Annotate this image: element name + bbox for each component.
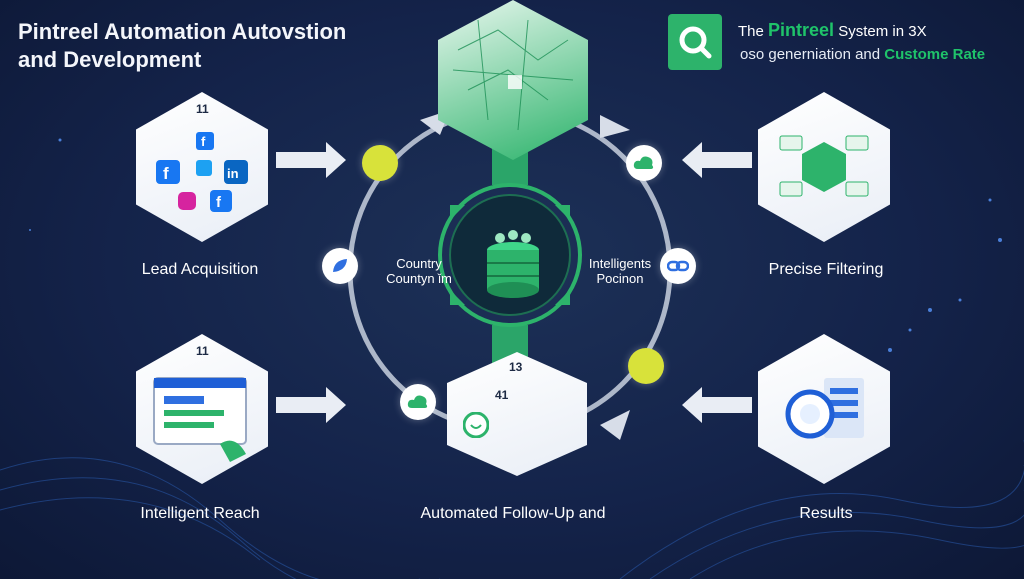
ring-node-bottom-left bbox=[400, 384, 436, 420]
analytics-icon bbox=[785, 378, 864, 439]
database-icon bbox=[487, 230, 539, 298]
hex-results bbox=[758, 334, 890, 484]
title-line-1: Pintreel Automation Autovstion bbox=[18, 19, 347, 44]
magnifier-logo-icon bbox=[679, 26, 712, 59]
followup-number: 13 bbox=[509, 360, 523, 374]
followup-subnumber: 41 bbox=[495, 388, 509, 402]
hexagon-icon bbox=[779, 135, 869, 197]
arrow-lead-right bbox=[276, 142, 346, 178]
map-icon bbox=[452, 19, 574, 131]
page-title: Pintreel Automation Autovstion and Devel… bbox=[18, 18, 398, 74]
arrow-results-left bbox=[682, 387, 752, 423]
center-left-label: Country Countyn ǐm bbox=[386, 256, 452, 286]
brand-subline: oso generniation and Custome Rate bbox=[740, 46, 986, 63]
brand-logo bbox=[668, 14, 722, 70]
arrow-filter-left bbox=[682, 142, 752, 178]
label-intelligent-reach: Intelligent Reach bbox=[140, 505, 260, 522]
chat-icon bbox=[463, 412, 489, 438]
label-followup: Automated Follow-Up and bbox=[420, 505, 606, 522]
label-results: Results bbox=[799, 505, 853, 522]
social-icons: f f in f bbox=[156, 132, 248, 212]
hex-precise-filtering bbox=[758, 92, 890, 242]
dashboard-icon bbox=[153, 377, 247, 462]
ring-node-right bbox=[660, 248, 696, 284]
ring-node-left bbox=[322, 248, 358, 284]
center-right-label: Intelligents Pocinon bbox=[588, 256, 652, 286]
reach-number: 11 bbox=[196, 344, 209, 358]
lead-number: 11 bbox=[196, 102, 209, 116]
ring-node-top-left bbox=[362, 145, 398, 181]
cloud-icon bbox=[633, 156, 654, 169]
svg-text:in: in bbox=[227, 166, 239, 181]
hex-lead-acquisition: 11 f f in f bbox=[136, 92, 268, 242]
leaf-icon bbox=[333, 259, 347, 272]
svg-text:f: f bbox=[163, 164, 169, 183]
svg-text:f: f bbox=[201, 134, 206, 149]
label-precise-filtering: Precise Filtering bbox=[768, 261, 884, 278]
hex-intelligent-reach: 11 bbox=[136, 334, 268, 484]
brand-headline: The Pintreel System in 3X bbox=[738, 20, 927, 40]
link-icon bbox=[667, 260, 689, 272]
title-line-2: and Development bbox=[18, 47, 202, 72]
ring-node-top-right bbox=[626, 145, 662, 181]
cloud-icon bbox=[407, 395, 428, 408]
label-lead-acquisition: Lead Acquisition bbox=[141, 261, 259, 278]
ring-node-bottom-right bbox=[628, 348, 664, 384]
arrow-reach-right bbox=[276, 387, 346, 423]
svg-text:f: f bbox=[216, 194, 222, 211]
